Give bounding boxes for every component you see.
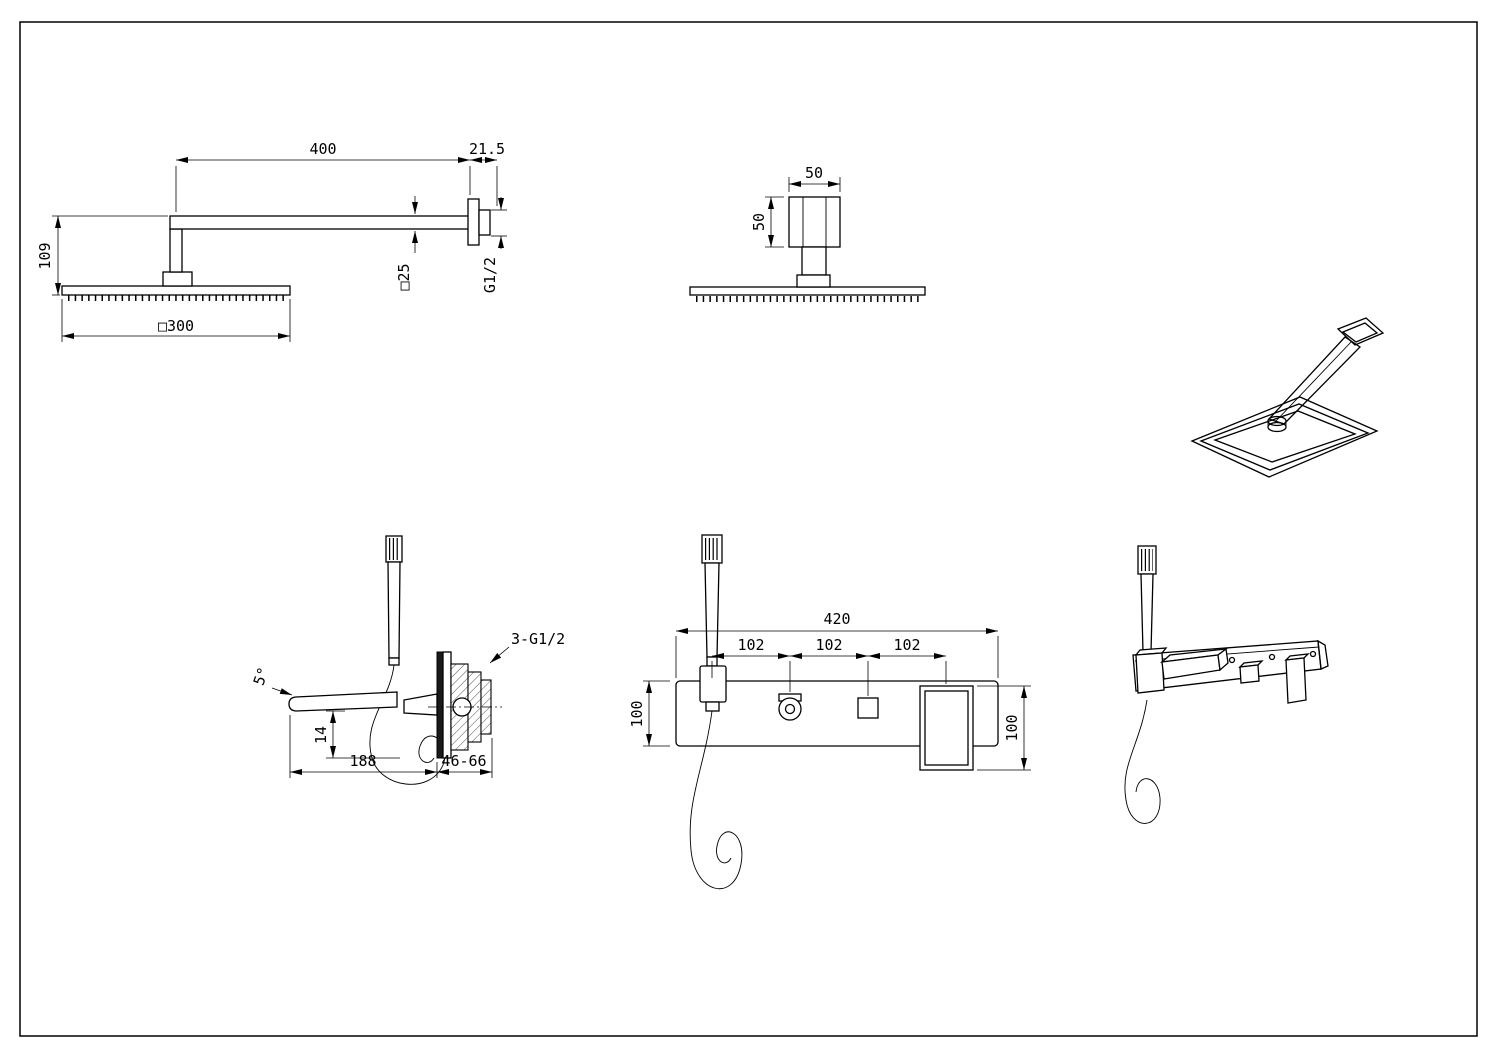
view-side-mixer: 3-G1/2 5° 14 188 46-66 [250,535,565,785]
panel-screw-3d [1228,656,1236,664]
hand-shower-side [385,535,403,666]
view-3d-rain-shower [1190,317,1385,478]
dim-50-height-label: 50 [750,213,768,231]
view-3d-mixer [1124,545,1329,824]
panel-screw-3d [1309,650,1317,658]
dim-102-3-label: 102 [893,636,920,654]
dim-400-label: 400 [309,140,336,158]
dim-100-right-label: 100 [1003,714,1021,741]
rain-shower-flange-side [788,196,841,288]
lever-3d [1284,653,1310,704]
dim-100-left-label: 100 [628,700,646,727]
mixer-panel-front [675,680,999,747]
hand-shower-front [699,534,727,712]
bath-spout-side [288,691,398,712]
spout-3d [1159,647,1229,680]
dim-420-label: 420 [823,610,850,628]
dim-5deg-label: 5° [250,665,273,688]
rain-shower-head-side [689,286,926,302]
view-front-mixer: 420 102 102 102 100 100 [628,534,1031,890]
diverter-knob-front [778,693,802,721]
sheet-border [19,21,1478,1037]
control-square-front [857,697,879,719]
panel-screw-3d [1268,653,1276,661]
hand-shower-3d [1134,545,1168,694]
dim-102-2-label: 102 [815,636,842,654]
dim-sq25-label: □25 [395,263,413,290]
dim-14-label: 14 [312,726,330,744]
hose-3d [1124,699,1161,824]
rain-shower-arm-front [162,198,491,287]
dim-3g12-label: 3-G1/2 [511,630,565,648]
rain-shower-head-front [61,285,291,301]
dim-50-width-label: 50 [805,164,823,182]
knob-3d [1238,660,1264,684]
dim-46-66-label: 46-66 [441,752,486,770]
mixer-body-side [403,651,502,759]
dim-21-5-label: 21.5 [469,140,505,158]
hand-shower-hose-front [689,710,743,890]
dim-sq300-label: □300 [158,317,194,335]
hand-shower-hose-side [369,664,446,785]
dim-102-1-label: 102 [737,636,764,654]
waterfall-spout-front [919,685,974,771]
dim-188-label: 188 [349,752,376,770]
view-front-rain-shower: 400 21.5 109 □25 G1/2 □300 [36,140,507,342]
view-side-rain-shower: 50 50 [689,164,926,302]
shower-arm-3d [1267,317,1385,425]
dim-109-label: 109 [36,242,54,269]
dim-g12-label: G1/2 [481,257,499,293]
